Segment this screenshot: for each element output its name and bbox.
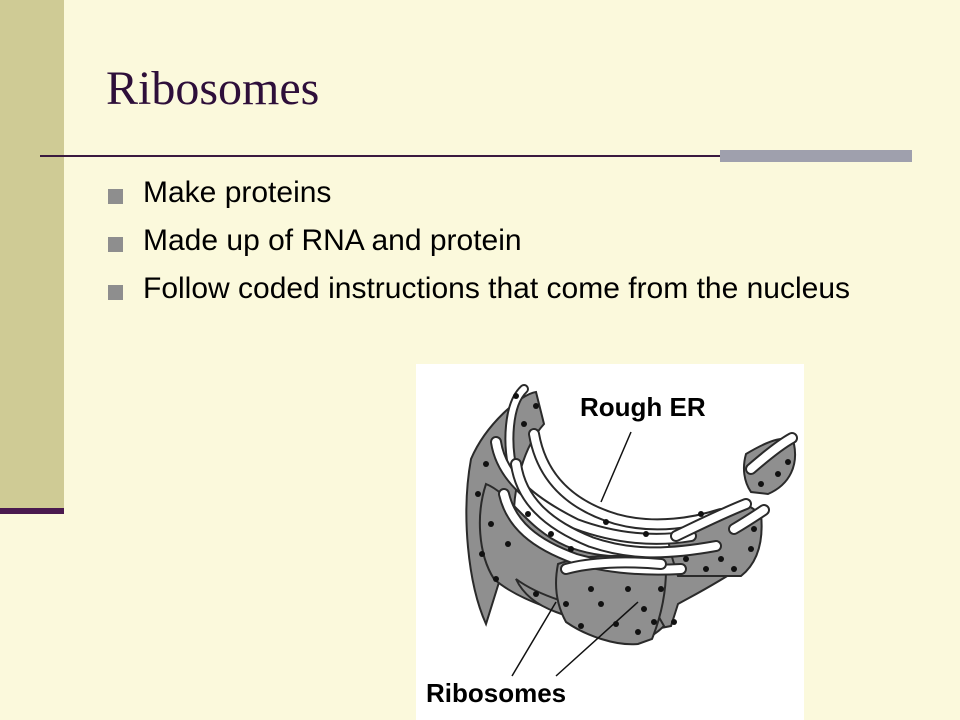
er-lumen	[492, 438, 695, 543]
square-bullet-icon	[108, 237, 123, 252]
er-lumen	[500, 490, 685, 574]
rough-er-pointer-line	[600, 431, 632, 503]
bullet-list: Make proteins Made up of RNA and protein…	[106, 176, 886, 320]
title-divider-accent	[720, 150, 912, 162]
square-bullet-icon	[108, 285, 123, 300]
ribosomes-label: Ribosomes	[426, 678, 566, 708]
er-sheet-front	[555, 554, 668, 646]
rough-er-label: Rough ER	[580, 392, 706, 422]
er-lumen	[530, 430, 725, 529]
title-divider-line	[40, 155, 912, 157]
er-lumen	[672, 500, 750, 540]
ribosomes-pointer-line	[511, 601, 557, 677]
bullet-text: Follow coded instructions that come from…	[143, 272, 851, 305]
bullet-item: Follow coded instructions that come from…	[106, 272, 886, 306]
rough-er-diagram: Rough ER Ribosomes	[426, 384, 798, 708]
rough-er-figure: Rough ER Ribosomes	[416, 364, 804, 720]
bullet-text: Made up of RNA and protein	[143, 224, 522, 257]
bullet-item: Made up of RNA and protein	[106, 224, 886, 258]
slide-title: Ribosomes	[106, 62, 320, 115]
ribosome-dots	[475, 393, 791, 635]
er-lumen	[562, 558, 665, 573]
er-lumen	[747, 434, 796, 473]
side-decor-bar-cap	[0, 508, 64, 514]
er-lumen	[730, 506, 768, 533]
side-decor-bar	[0, 0, 64, 512]
er-lumen	[512, 460, 720, 557]
square-bullet-icon	[108, 189, 123, 204]
bullet-text: Make proteins	[143, 176, 332, 209]
bullet-item: Make proteins	[106, 176, 886, 210]
ribosomes-pointer-line	[555, 601, 639, 677]
